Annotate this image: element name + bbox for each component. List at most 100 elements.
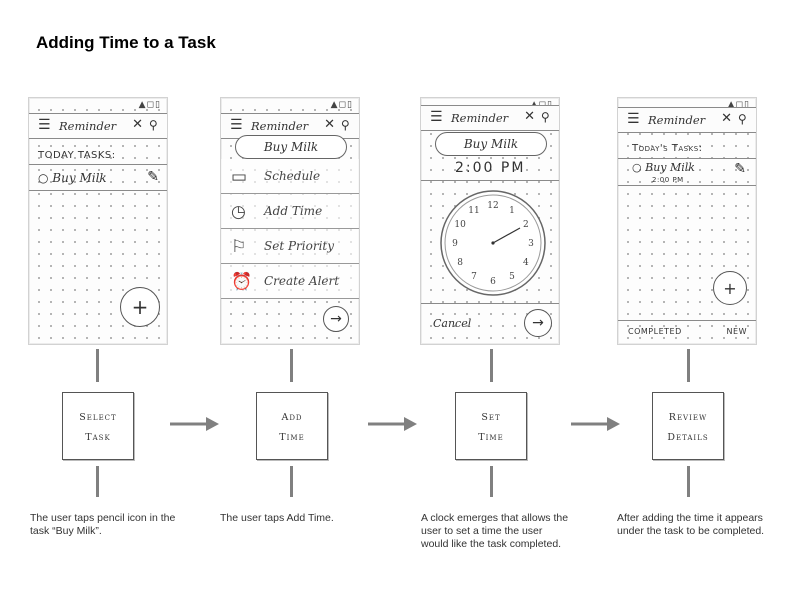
app-title: Reminder bbox=[59, 119, 117, 133]
step-card-line1: Select bbox=[79, 412, 117, 423]
cancel-button[interactable]: Cancel bbox=[433, 317, 472, 330]
screen-select-task: ▲◻▯ ☰ Reminder ✕ ⚲ TODAY TASKS: ○ Buy Mi… bbox=[28, 97, 168, 345]
search-icon[interactable]: ⚲ bbox=[341, 118, 350, 132]
menu-icon[interactable]: ☰ bbox=[38, 117, 51, 133]
task-label: Buy Milk bbox=[52, 171, 107, 185]
clock-number[interactable]: 4 bbox=[523, 258, 529, 268]
alarm-icon: ⏰ bbox=[231, 272, 253, 292]
connector-bottom-1 bbox=[96, 466, 99, 497]
divider bbox=[618, 185, 756, 186]
task-time: 2:00 PM bbox=[652, 176, 684, 184]
clock-number[interactable]: 11 bbox=[468, 206, 479, 216]
page-title: Adding Time to a Task bbox=[36, 33, 216, 52]
flow-arrow-2 bbox=[368, 417, 417, 431]
clock-hand[interactable] bbox=[492, 227, 521, 244]
flag-icon: ⚐ bbox=[231, 237, 247, 257]
clock-number[interactable]: 2 bbox=[523, 220, 529, 230]
app-title: Reminder bbox=[251, 119, 309, 133]
pencil-icon[interactable]: ✎ bbox=[734, 161, 746, 177]
completed-tab[interactable]: COMPLETED bbox=[628, 327, 682, 336]
divider bbox=[29, 190, 167, 191]
connector-bottom-2 bbox=[290, 466, 293, 497]
menu-item-label: Set Priority bbox=[264, 239, 335, 253]
step-card-review-details: Review Details bbox=[652, 392, 724, 460]
task-pill: Buy Milk bbox=[435, 132, 547, 156]
menu-icon[interactable]: ☰ bbox=[430, 109, 443, 125]
calendar-icon: ▭ bbox=[231, 167, 248, 187]
next-button[interactable]: → bbox=[323, 306, 349, 332]
connector-top-4 bbox=[687, 349, 690, 382]
screen-review-details: ▲◻▯ ☰ Reminder ✕ ⚲ Today's Tasks: ○ Buy … bbox=[617, 97, 757, 345]
step-card-line1: Set bbox=[481, 412, 501, 423]
clock-number[interactable]: 9 bbox=[452, 239, 458, 249]
menu-item-add-time[interactable]: ◷ Add Time bbox=[221, 194, 359, 229]
step-card-line2: Details bbox=[667, 432, 709, 443]
clock-number[interactable]: 6 bbox=[490, 277, 496, 287]
search-icon[interactable]: ⚲ bbox=[149, 118, 158, 132]
step-card-line2: Time bbox=[279, 432, 305, 443]
app-toolbar: ☰ Reminder ✕ ⚲ bbox=[618, 107, 756, 133]
step-card-text: Add Time bbox=[257, 408, 327, 448]
divider bbox=[618, 158, 756, 159]
search-icon[interactable]: ⚲ bbox=[541, 110, 550, 124]
step-description-1: The user taps pencil icon in the task “B… bbox=[30, 512, 176, 537]
selected-time: 2:00 PM bbox=[455, 160, 526, 176]
divider bbox=[421, 303, 559, 304]
step-card-line1: Review bbox=[668, 412, 708, 423]
divider bbox=[421, 180, 559, 181]
step-card-set-time: Set Time bbox=[455, 392, 527, 460]
step-description-4: After adding the time it appears under t… bbox=[617, 512, 765, 537]
task-item[interactable]: ○ Buy Milk bbox=[38, 171, 107, 185]
status-icons: ▲◻▯ bbox=[727, 100, 750, 110]
step-card-line2: Task bbox=[85, 432, 111, 443]
close-icon[interactable]: ✕ bbox=[324, 117, 335, 132]
menu-item-create-alert[interactable]: ⏰ Create Alert bbox=[221, 264, 359, 299]
close-icon[interactable]: ✕ bbox=[132, 117, 143, 132]
section-label: Today's Tasks: bbox=[632, 143, 703, 154]
close-icon[interactable]: ✕ bbox=[524, 109, 535, 124]
step-card-text: Review Details bbox=[653, 408, 723, 448]
clock-number[interactable]: 3 bbox=[528, 239, 534, 249]
task-label: Buy Milk bbox=[645, 161, 695, 174]
add-task-button[interactable]: + bbox=[120, 287, 160, 327]
app-toolbar: ☰ Reminder ✕ ⚲ bbox=[29, 113, 167, 139]
add-task-button[interactable]: + bbox=[713, 271, 747, 305]
clock-number[interactable]: 7 bbox=[471, 272, 477, 282]
step-card-line1: Add bbox=[281, 412, 303, 423]
confirm-button[interactable]: → bbox=[524, 309, 552, 337]
clock-inner-ring bbox=[444, 194, 542, 292]
task-pill: Buy Milk bbox=[235, 135, 347, 159]
divider bbox=[618, 320, 756, 321]
menu-item-label: Create Alert bbox=[264, 274, 340, 288]
menu-item-set-priority[interactable]: ⚐ Set Priority bbox=[221, 229, 359, 264]
menu-item-label: Add Time bbox=[264, 204, 323, 218]
clock-number[interactable]: 8 bbox=[457, 258, 463, 268]
clock-number[interactable]: 12 bbox=[487, 201, 498, 211]
step-card-line2: Time bbox=[478, 432, 504, 443]
new-tab[interactable]: NEW bbox=[726, 327, 747, 336]
step-card-select-task: Select Task bbox=[62, 392, 134, 460]
menu-item-label: Schedule bbox=[264, 169, 321, 183]
task-item[interactable]: ○ Buy Milk bbox=[632, 161, 695, 174]
connector-bottom-3 bbox=[490, 466, 493, 497]
clock-number[interactable]: 1 bbox=[509, 206, 515, 216]
menu-item-schedule[interactable]: ▭ Schedule bbox=[221, 159, 359, 194]
flow-arrow-3 bbox=[571, 417, 620, 431]
clock-number[interactable]: 10 bbox=[454, 220, 466, 230]
clock-center bbox=[491, 241, 495, 245]
step-card-text: Select Task bbox=[63, 408, 133, 448]
pencil-icon[interactable]: ✎ bbox=[147, 169, 159, 185]
step-card-add-time: Add Time bbox=[256, 392, 328, 460]
search-icon[interactable]: ⚲ bbox=[738, 112, 747, 126]
close-icon[interactable]: ✕ bbox=[721, 111, 732, 126]
menu-icon[interactable]: ☰ bbox=[230, 117, 243, 133]
flow-arrow-1 bbox=[170, 417, 219, 431]
clock-number[interactable]: 5 bbox=[509, 272, 515, 282]
clock-icon: ◷ bbox=[231, 202, 246, 222]
menu-icon[interactable]: ☰ bbox=[627, 111, 640, 127]
divider bbox=[29, 164, 167, 165]
step-card-text: Set Time bbox=[456, 408, 526, 448]
step-description-2: The user taps Add Time. bbox=[220, 512, 334, 524]
connector-top-2 bbox=[290, 349, 293, 382]
